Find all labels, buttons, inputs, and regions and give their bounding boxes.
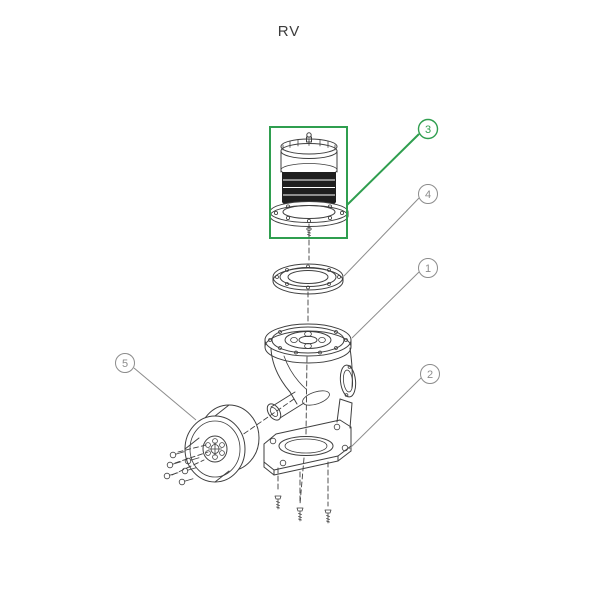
callout-4-label: 4 (425, 189, 431, 201)
callout-1[interactable]: 1 (418, 258, 438, 278)
callout-5[interactable]: 5 (115, 353, 135, 373)
leader-line-5 (133, 367, 197, 421)
screw-set (274, 495, 332, 524)
callout-3-label: 3 (425, 124, 431, 136)
screw-axis-lines (277, 461, 329, 507)
callout-2-label: 2 (427, 369, 433, 381)
motor-part (269, 132, 349, 237)
callout-5-label: 5 (122, 358, 128, 370)
bolt-set (163, 444, 209, 486)
leader-line-2 (348, 377, 422, 450)
callout-2[interactable]: 2 (420, 364, 440, 384)
flange-ring-part (272, 263, 344, 295)
leader-line-4 (343, 197, 420, 277)
leader-line-1 (351, 271, 420, 339)
gear-unit-part (264, 323, 357, 421)
callout-3[interactable]: 3 (417, 118, 439, 140)
diagram-title: RV (277, 23, 301, 40)
leader-line-3 (346, 133, 420, 206)
highlight-box (269, 126, 348, 239)
callout-1-label: 1 (425, 263, 431, 275)
callout-4[interactable]: 4 (418, 184, 438, 204)
base-plate-part (263, 398, 353, 476)
wheel-part (184, 404, 260, 483)
